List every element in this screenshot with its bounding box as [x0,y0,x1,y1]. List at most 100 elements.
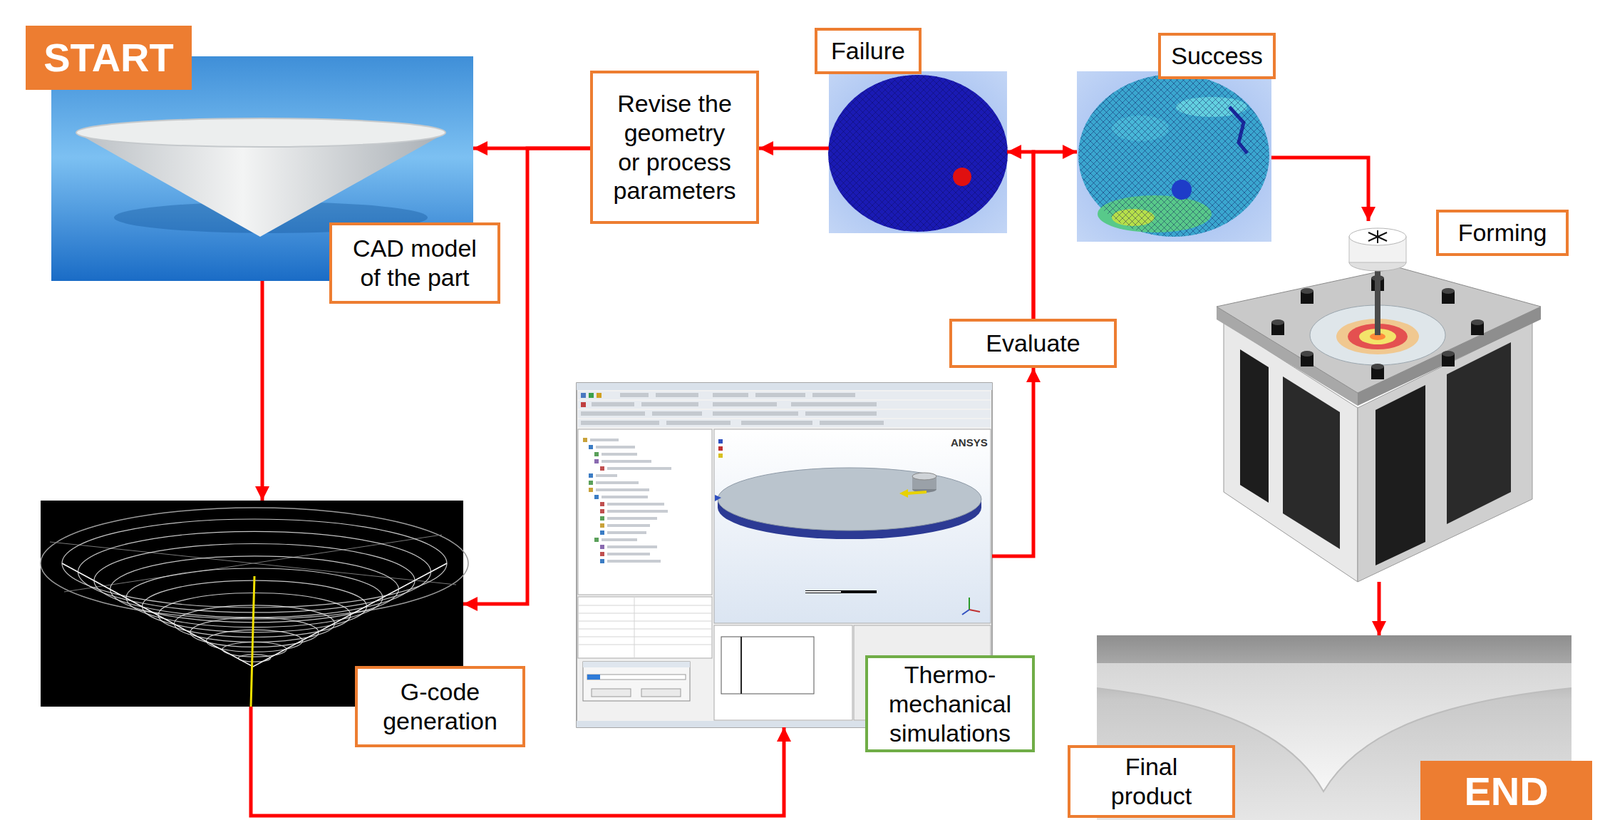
success-result [1078,74,1270,237]
gcode-toolpath [250,575,255,707]
ansys-screenshot [600,515,605,521]
ansys-screenshot [791,401,877,407]
ansys-screenshot [607,523,650,527]
ansys-screenshot [714,625,853,720]
flow-arrow [463,148,591,604]
ansys-screenshot [595,481,639,484]
failure-result [828,74,1008,232]
ansys-screenshot [601,538,638,541]
ansys-screenshot [912,472,937,480]
ansys-screenshot [607,530,647,534]
failure-panel: Failure [828,71,1008,234]
success-result [1078,74,1270,237]
success-result [1076,71,1272,242]
ansys-screenshot [595,473,618,477]
ansys-screenshot [596,392,602,398]
label-box: G-code generation [354,665,526,747]
ansys-screenshot [577,596,712,658]
ansys-screenshot [819,420,884,425]
ansys-screenshot [600,466,605,471]
ansys-screenshot [607,545,658,549]
flow-arrow [1377,581,1382,636]
forming-machine [1216,228,1541,582]
gcode-panel: G-code generation [40,500,464,707]
label-box: CAD model of the part [329,222,501,304]
gcode-toolpath [190,617,319,647]
ansys-screenshot [601,495,648,499]
ansys-screenshot [577,409,991,418]
ansys-screenshot [582,661,690,701]
forming-machine [1368,230,1387,244]
ansys-screenshot [755,392,806,397]
ansys-screenshot [580,401,586,407]
ansys-screenshot [899,488,908,498]
ansys-screenshot [607,552,650,556]
label-box: Failure [814,27,922,75]
ansys-screenshot [805,411,877,416]
ansys-screenshot [582,437,672,564]
forming-machine [1271,319,1285,325]
software-logo: ANSYS [950,436,988,449]
failure-result [952,167,972,187]
ansys-screenshot [666,420,731,425]
ansys-screenshot [718,453,723,458]
failure-result [828,71,1008,234]
label-box: Forming [1436,209,1569,256]
ansys-screenshot [600,523,605,528]
flow-arrow [1271,157,1369,221]
start-badge: START [25,25,192,90]
label-box: Final product [1067,744,1236,818]
ansys-screenshot [595,445,636,449]
ansys-screenshot [588,480,593,485]
ansys-screenshot [594,537,599,542]
flow-arrow [1007,151,1034,319]
node-text: G-code generation [372,677,509,736]
ansys-screenshot [600,558,605,564]
ansys-screenshot [906,491,927,494]
flow-arrow [759,146,829,151]
ansys-screenshot [590,438,619,442]
ansys-screenshot [607,509,668,513]
ansys-screenshot [577,419,991,427]
ansys-screenshot [601,452,638,456]
failure-result [828,74,1008,232]
process-box: Revise the geometry or process parameter… [590,70,760,224]
forming-panel: Forming [1214,220,1541,582]
ansys-screenshot [712,411,799,416]
ansys-screenshot [641,688,681,697]
gcode-toolpath [238,654,271,662]
node-text: Revise the geometry or process parameter… [610,89,739,206]
ansys-screenshot [577,620,712,622]
ansys-screenshot [600,544,605,549]
cad-render [76,132,447,237]
forming-machine [1371,363,1385,370]
ansys-screenshot [580,420,660,425]
node-text: Final product [1086,751,1216,811]
forming-machine [1300,287,1314,294]
ansys-screenshot [607,516,658,520]
forming-machine [1375,384,1426,566]
label-box: Thermo-mechanical simulations [865,654,1035,752]
ansys-screenshot [594,458,599,464]
ansys-screenshot [714,494,722,502]
ansys-screenshot [577,605,712,606]
ansys-screenshot [577,400,991,409]
ansys-screenshot [601,459,652,463]
ansys-screenshot [577,636,712,638]
success-result [1171,179,1192,200]
label-box: Success [1158,32,1276,80]
forming-machine [1349,228,1407,246]
ansys-screenshot [712,392,749,397]
forming-machine [1376,230,1379,244]
ansys-screenshot [577,628,712,630]
ansys-screenshot [714,429,991,623]
ansys-screenshot [962,597,980,615]
forming-machine [1471,319,1484,325]
ansys-screenshot [634,596,636,658]
ansys-screenshot [620,392,649,397]
ansys-screenshot [600,551,605,556]
ansys-screenshot [588,487,593,492]
